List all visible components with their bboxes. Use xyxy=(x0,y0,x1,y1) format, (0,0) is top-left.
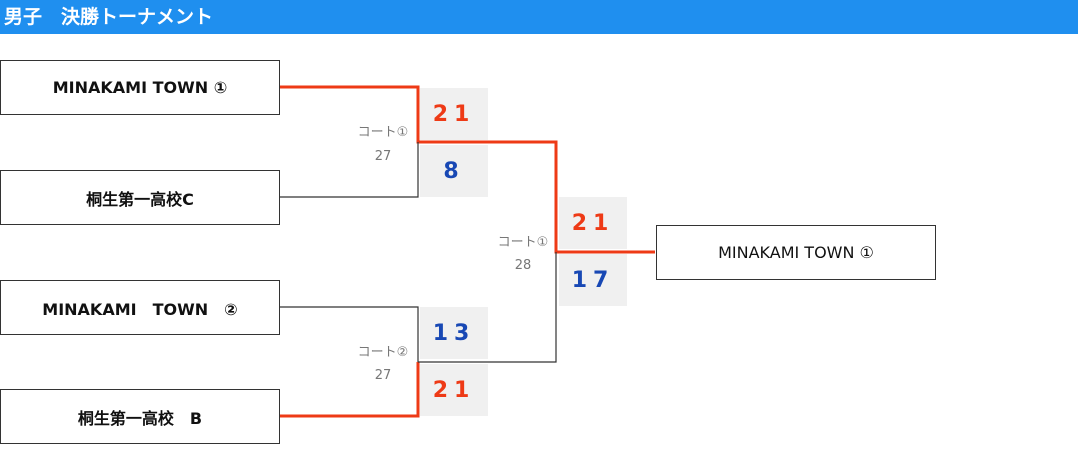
team-box-1: MINAKAMI TOWN ① xyxy=(0,60,280,115)
bracket-line-t4 xyxy=(280,362,420,418)
match1-number: 27 xyxy=(374,149,392,164)
page-title: 男子 決勝トーナメント xyxy=(0,0,1078,34)
match1-score-top: 21 xyxy=(420,88,488,140)
bracket-line-t2 xyxy=(280,142,419,198)
winner-box: MINAKAMI TOWN ① xyxy=(656,225,936,280)
match2-score-bottom: 21 xyxy=(420,364,488,416)
bracket-line-m2-to-final xyxy=(418,252,557,363)
team-box-2: 桐生第一高校C xyxy=(0,170,280,225)
bracket-line-t3 xyxy=(280,306,419,362)
bracket-line-t1 xyxy=(280,85,655,254)
final-court: コート① xyxy=(497,235,549,250)
match2-number: 27 xyxy=(374,368,392,383)
match1-score-bottom: 8 xyxy=(420,145,488,197)
match2-score-top: 13 xyxy=(420,307,488,359)
team-box-3: MINAKAMI TOWN ② xyxy=(0,280,280,335)
match1-court: コート① xyxy=(357,125,409,140)
final-score-bottom: 17 xyxy=(559,254,627,306)
team-box-4: 桐生第一高校 B xyxy=(0,389,280,444)
final-number: 28 xyxy=(514,258,532,273)
final-score-top: 21 xyxy=(559,197,627,249)
match2-court: コート② xyxy=(357,345,409,360)
